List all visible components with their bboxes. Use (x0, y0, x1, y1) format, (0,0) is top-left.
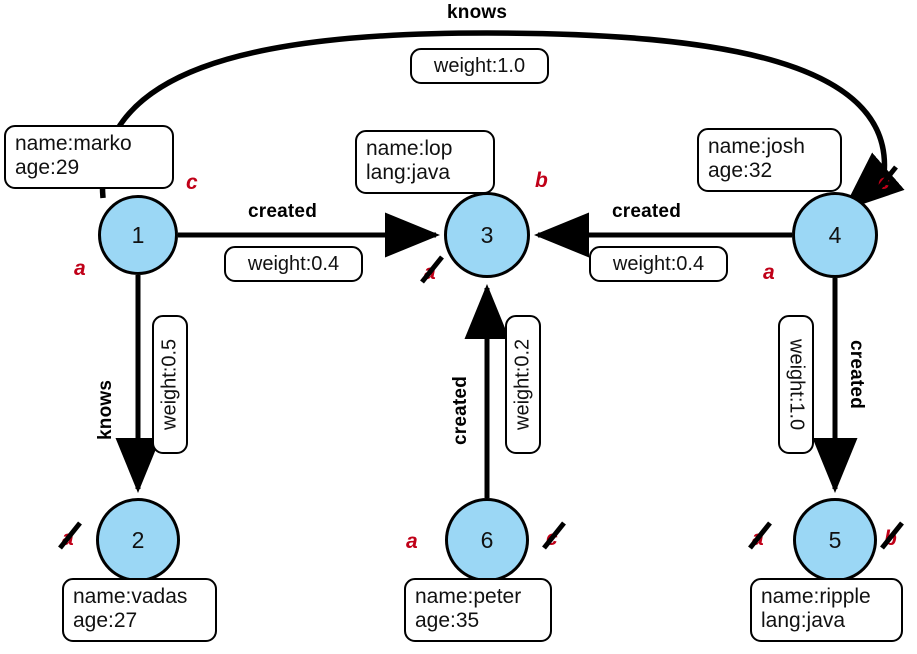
mark-text: b (535, 169, 548, 192)
graph-node-1[interactable]: 1 (98, 195, 178, 275)
mark-node-4-a: a (763, 262, 775, 283)
mark-text: a (763, 261, 775, 284)
edge-weight-knows-top: weight:1.0 (410, 48, 549, 84)
node-3-properties: name:lop lang:java (355, 130, 495, 194)
edge-weight-created-6-3: weight:0.2 (505, 315, 541, 454)
graph-node-4[interactable]: 4 (792, 192, 878, 278)
property-lang: lang:java (366, 161, 451, 185)
mark-node-5-b: b (880, 521, 904, 550)
edge-label-created-4-5: created (846, 340, 867, 409)
mark-text: c (186, 171, 198, 194)
mark-node-3-a: a (420, 255, 444, 284)
node-6-properties: name:peter age:35 (404, 578, 552, 642)
mark-text: c (878, 171, 890, 194)
property-name: name:josh (708, 135, 805, 158)
property-name: name:peter (415, 585, 522, 608)
mark-node-1-c: c (186, 172, 198, 193)
property-age: age:32 (708, 159, 773, 183)
node-5-properties: name:ripple lang:java (750, 578, 903, 642)
mark-node-4-c: c (874, 165, 898, 194)
mark-node-2-a: a (58, 521, 82, 550)
mark-text: a (752, 527, 764, 550)
mark-node-5-a: a (748, 521, 772, 550)
property-lang: lang:java (761, 609, 846, 633)
edge-label-created-6-3: created (450, 376, 471, 445)
property-age: age:35 (415, 609, 480, 633)
property-name: name:lop (366, 137, 453, 160)
node-2-properties: name:vadas age:27 (62, 578, 217, 642)
property-name: name:marko (15, 132, 132, 155)
edge-label-knows-top: knows (447, 2, 508, 23)
edge-weight-created-4-3: weight:0.4 (589, 246, 728, 282)
property-name: name:ripple (761, 585, 871, 608)
mark-node-6-c: c (542, 521, 566, 550)
edge-label-created-4-3: created (612, 201, 681, 222)
edge-weight-created-4-5: weight:1.0 (778, 315, 814, 454)
graph-node-5[interactable]: 5 (793, 498, 877, 582)
mark-text: a (74, 257, 86, 280)
property-age: age:29 (15, 156, 80, 180)
mark-text: a (62, 527, 74, 550)
node-1-properties: name:marko age:29 (4, 125, 174, 189)
mark-text: a (406, 530, 418, 553)
mark-node-6-a: a (406, 531, 418, 552)
mark-text: b (884, 527, 897, 550)
edge-label-knows-1-2: knows (95, 379, 116, 440)
property-age: age:27 (73, 609, 138, 633)
property-name: name:vadas (73, 585, 188, 608)
edge-knows-1-4 (99, 30, 888, 199)
graph-node-3[interactable]: 3 (444, 192, 530, 278)
graph-node-2[interactable]: 2 (96, 498, 180, 582)
mark-node-3-b: b (535, 170, 548, 191)
edge-weight-created-1-3: weight:0.4 (224, 246, 363, 282)
mark-text: a (424, 261, 436, 284)
edge-weight-knows-1-2: weight:0.5 (152, 315, 188, 454)
mark-text: c (546, 527, 558, 550)
node-4-properties: name:josh age:32 (697, 128, 842, 192)
graph-node-6[interactable]: 6 (445, 498, 529, 582)
edge-label-created-1-3: created (248, 201, 317, 222)
mark-node-1-a: a (74, 258, 86, 279)
